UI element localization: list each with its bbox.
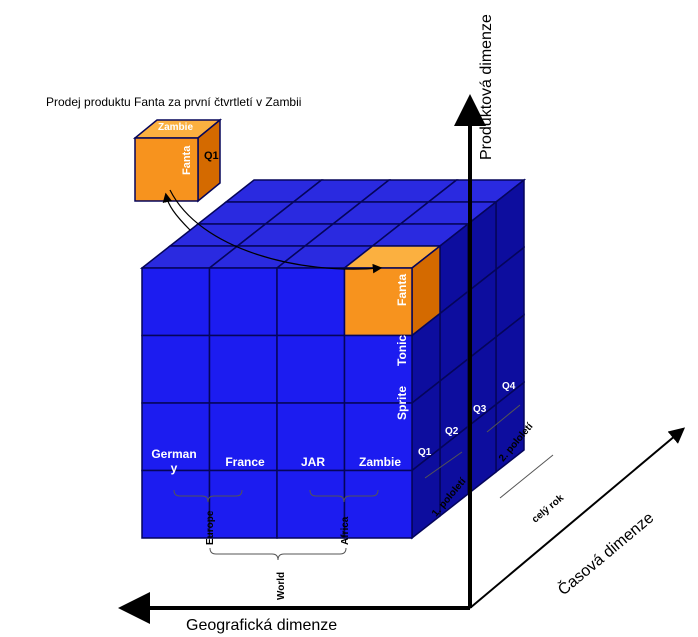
cube-front-face: [141, 402, 211, 472]
detail-connector-arrow-back: [162, 192, 191, 231]
cube-layer: [132, 118, 527, 540]
europe-brace: [173, 489, 243, 503]
cube-front-face: [276, 334, 346, 404]
cube-front-face: [343, 334, 413, 404]
time-axis-line: [469, 427, 686, 609]
cube-front-face: [276, 402, 346, 472]
cube-front-face: [141, 267, 211, 337]
cube-front-face: [208, 267, 278, 337]
cube-front-face: [208, 334, 278, 404]
africa-brace: [309, 489, 379, 503]
cube-front-face: [343, 402, 413, 472]
cube-front-face: [276, 469, 346, 539]
cube-front-face: [343, 469, 413, 539]
cube-front-face: [208, 469, 278, 539]
cube-front-face: [208, 402, 278, 472]
axes-layer: [118, 94, 686, 624]
year-brace: [499, 454, 554, 499]
first-half-brace: [424, 451, 463, 479]
world-brace: [209, 547, 347, 561]
cube-front-face: [141, 469, 211, 539]
cube-front-face: [276, 267, 346, 337]
detail-cube-front: [134, 137, 199, 202]
brace-layer: [173, 404, 554, 561]
second-half-brace: [486, 404, 521, 433]
detail-connector-arrow: [169, 189, 383, 274]
cube-front-face: [141, 334, 211, 404]
cube-front-face: [343, 267, 413, 337]
